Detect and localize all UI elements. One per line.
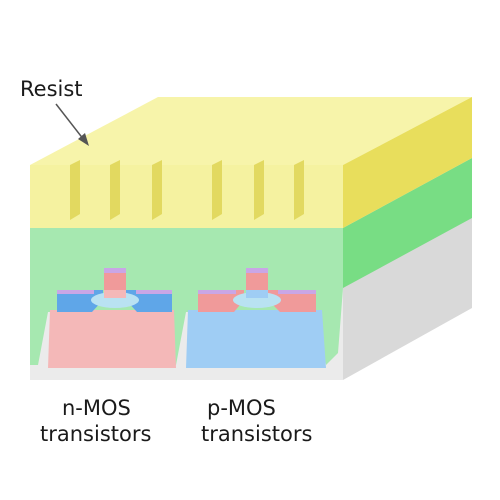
resist-trench — [294, 160, 304, 220]
nmos-drain-region — [126, 290, 172, 312]
pmos-gate-base — [246, 290, 268, 298]
pmos-source-top — [198, 290, 236, 294]
pmos-drain-region — [268, 290, 316, 312]
resist-front — [30, 165, 343, 228]
pmos-source-region — [198, 290, 244, 312]
nmos-label-line2: transistors — [40, 422, 152, 446]
nmos-gate-base — [104, 290, 126, 298]
oxide-layer-front — [30, 228, 343, 365]
resist-label: Resist — [20, 77, 83, 101]
resist-trench — [152, 160, 162, 220]
pmos-well — [186, 310, 326, 368]
resist-top — [30, 97, 472, 165]
pmos-gate — [246, 273, 268, 290]
pmos-spacer-glow — [233, 292, 281, 308]
resist-pointer-arrow-line — [55, 103, 85, 141]
nmos-drain-top — [136, 290, 172, 294]
nmos-transistor — [48, 266, 176, 368]
pmos-drain-top — [278, 290, 316, 294]
nmos-spacer-glow — [91, 292, 139, 308]
resist-trench — [70, 160, 80, 220]
resist-side — [343, 97, 472, 228]
pmos-label-line1: p-MOS — [207, 396, 276, 420]
nmos-source-top — [57, 290, 94, 294]
nmos-well — [48, 310, 176, 368]
nmos-gate — [104, 273, 126, 290]
resist-trench — [212, 160, 222, 220]
pmos-label-line2: transistors — [201, 422, 313, 446]
resist-trenches — [70, 160, 304, 220]
oxide-layer-side — [343, 158, 472, 288]
pmos-gate-oxide — [246, 268, 268, 273]
resist-pointer-arrow-head — [78, 133, 89, 146]
resist-trench — [110, 160, 120, 220]
nmos-label-line1: n-MOS — [62, 396, 131, 420]
nmos-source-region — [57, 290, 103, 312]
pmos-transistor — [186, 266, 326, 368]
resist-trench — [254, 160, 264, 220]
nmos-gate-oxide — [104, 268, 126, 273]
